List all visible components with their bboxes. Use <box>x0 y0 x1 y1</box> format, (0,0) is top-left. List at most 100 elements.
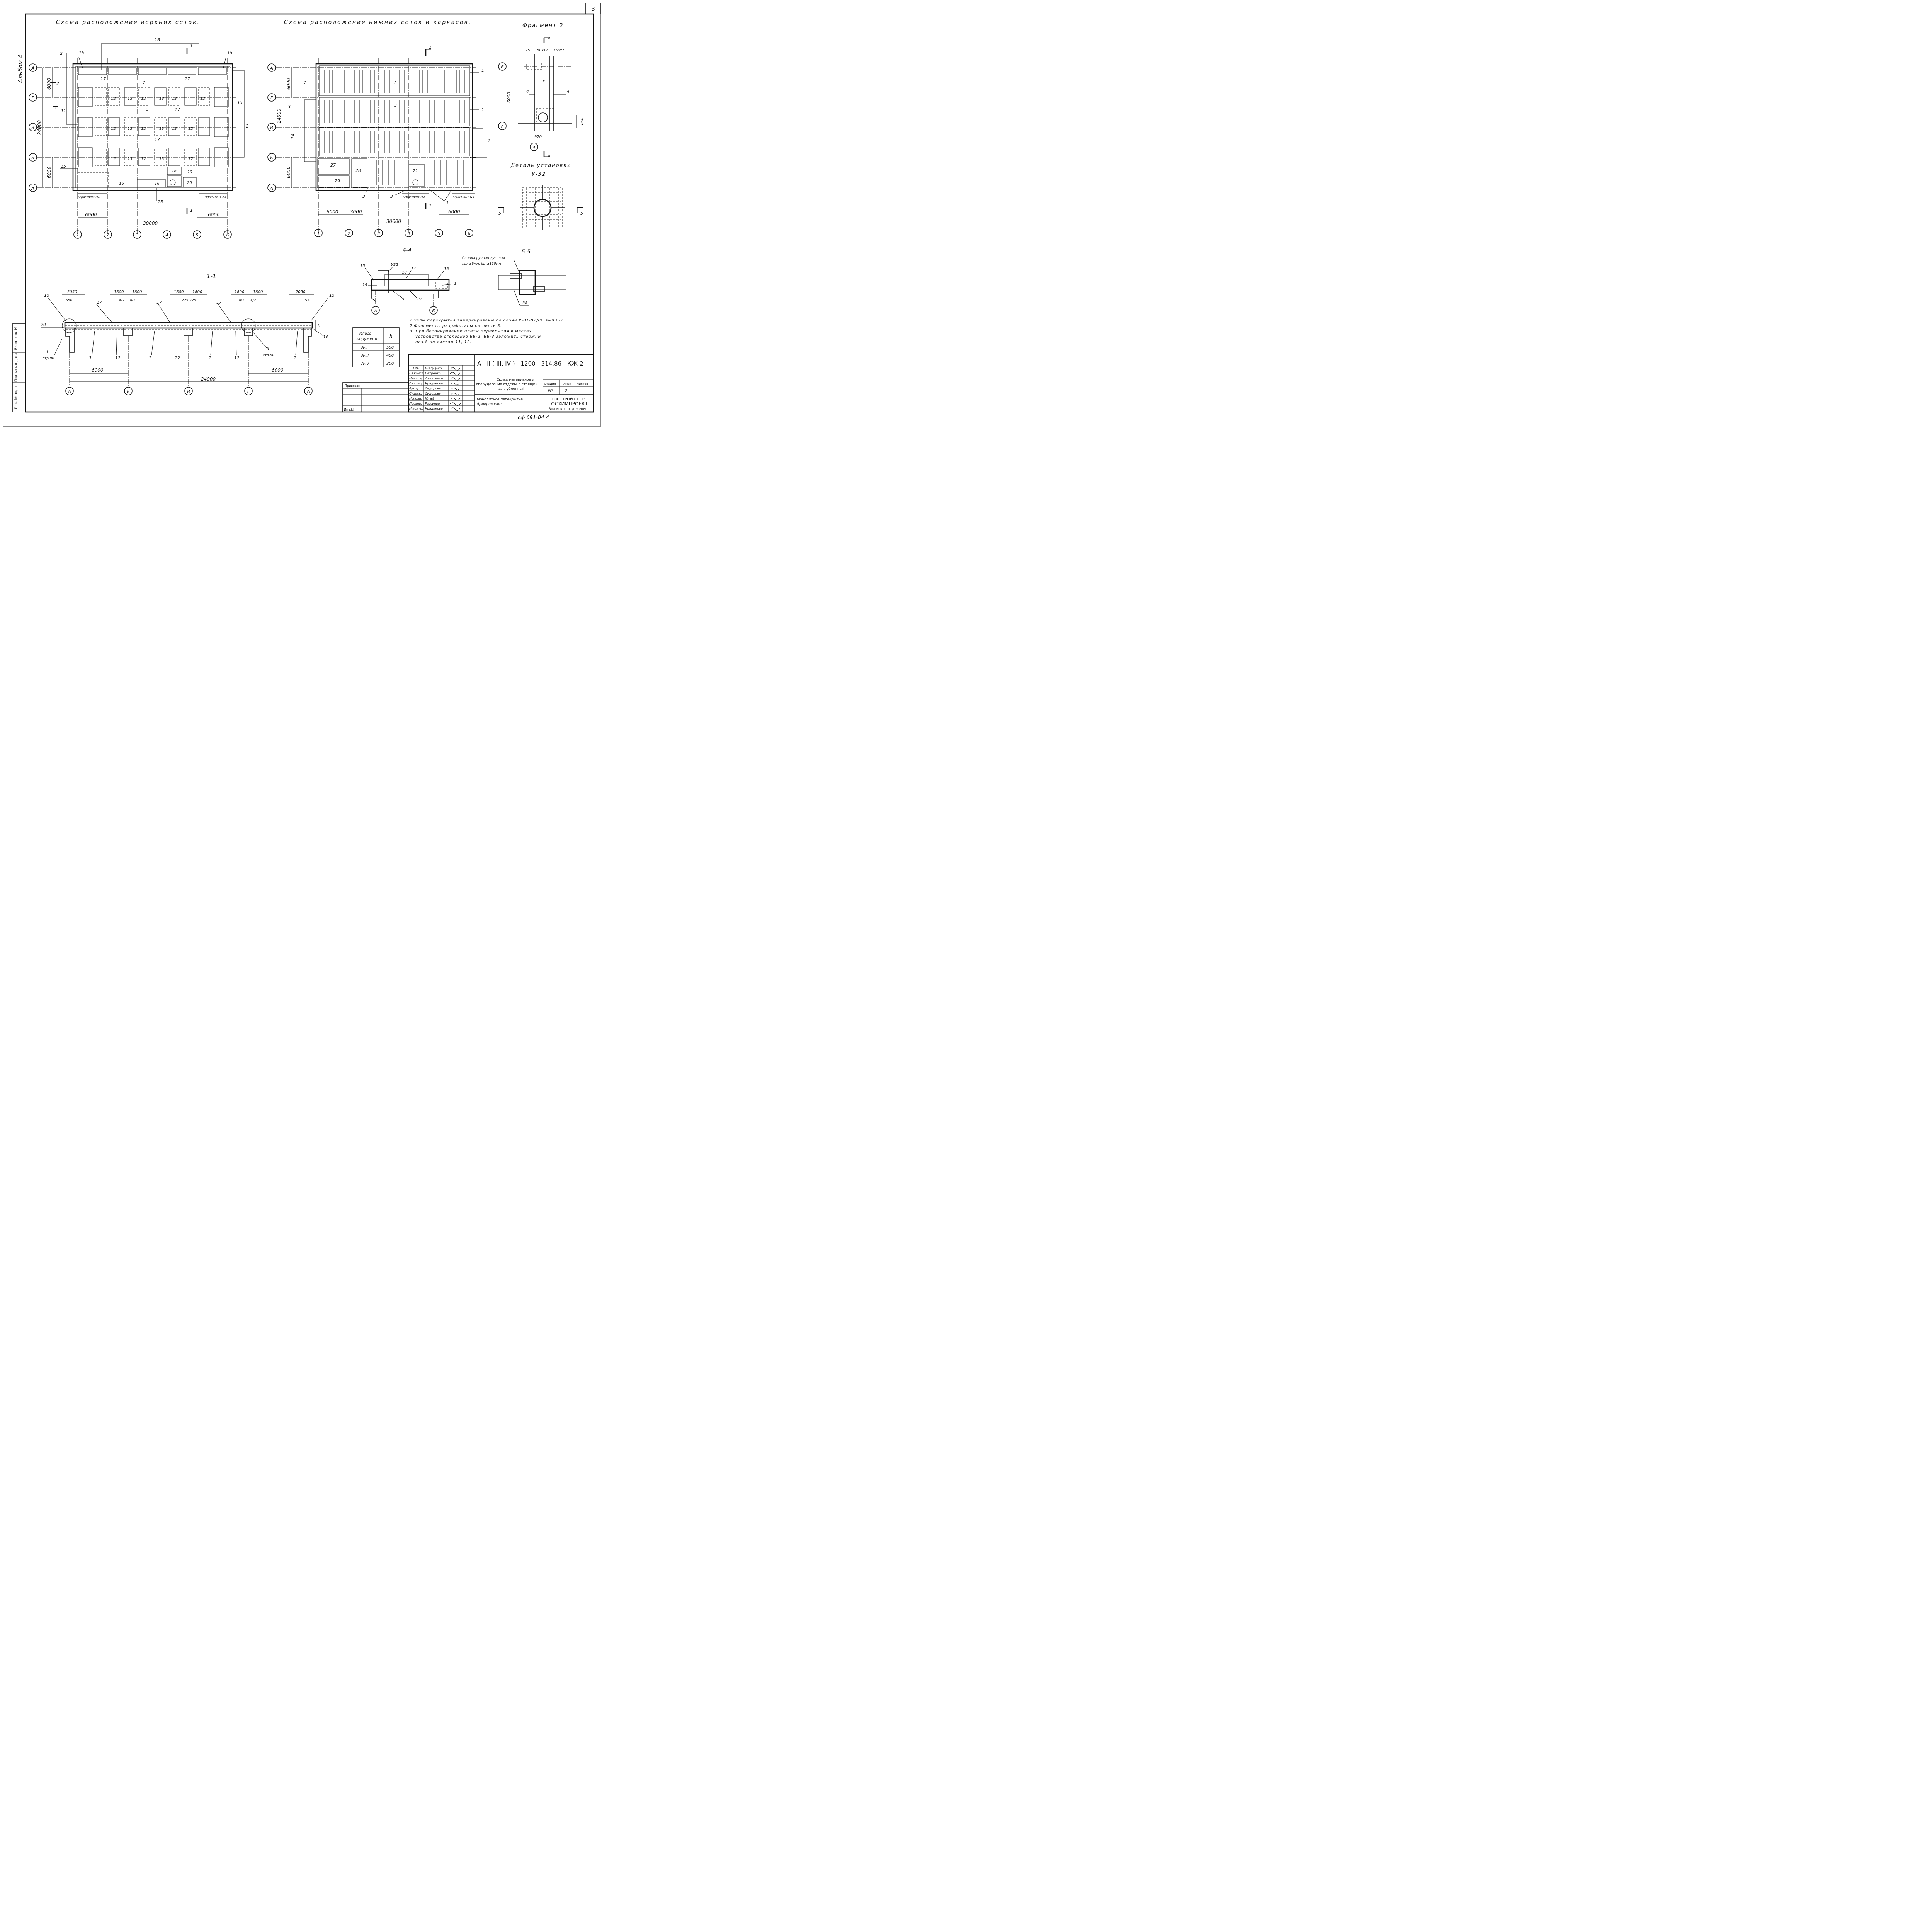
s11-mark-II: II <box>267 346 269 351</box>
mark-21: 21 <box>413 168 418 173</box>
section-2-mark: 2 <box>56 81 59 86</box>
mark-17-r2: 17 <box>175 107 180 112</box>
tb-name-6: Югай <box>425 397 434 400</box>
mark-17-r3: 17 <box>155 137 160 142</box>
mark-2-left: 2 <box>60 51 63 56</box>
tb-role-5: Ст.инж. <box>409 392 422 395</box>
f2-dim-150x7: 150х7 <box>553 49 565 53</box>
detail-section5-left: 5 <box>498 211 501 216</box>
mark-12-g: 12 <box>111 157 116 161</box>
tb-org-2: ГОСХИМПРОЕКТ <box>548 401 588 406</box>
axis-G: Г <box>32 95 34 100</box>
detail-title-2: У-32 <box>532 172 546 177</box>
axis2-6: 6 <box>468 231 471 236</box>
axis2-3: 3 <box>378 231 380 236</box>
mark-13-f: 13 <box>172 127 177 131</box>
s11-mark-20: 20 <box>41 322 46 327</box>
f2-axis-A: А <box>500 124 504 129</box>
f2-axis-B: Б <box>501 65 504 70</box>
dim-6000-top: 6000 <box>46 78 52 90</box>
s11-axis-B: Б <box>127 389 130 394</box>
section-1-1-title: 1-1 <box>207 273 216 280</box>
section-1-mark-bottom: 1 <box>190 208 193 213</box>
s11-dim-550-right: 550 <box>305 299 311 303</box>
axis2-1: 1 <box>317 231 320 236</box>
s11-dim-1800-b: 1800 <box>132 290 142 294</box>
s11-mark-3: 3 <box>89 355 92 361</box>
f2-mark-5: 5 <box>542 80 545 85</box>
f2-section4-bottom: 4 <box>548 154 550 159</box>
signatures <box>449 367 461 411</box>
mark-3-b: 3 <box>390 194 393 199</box>
s11-mark-16: 16 <box>323 335 328 340</box>
f2-dim-990: 990 <box>580 117 584 125</box>
mark-12-a: 12 <box>111 97 116 101</box>
mark-11: 11 <box>61 109 66 113</box>
f2-dim-970: 970 <box>534 135 542 139</box>
mark-13-a: 13 <box>128 97 133 101</box>
s11-axis-A-right: А <box>306 389 310 394</box>
axis-V: В <box>31 125 34 130</box>
note-3c: поз.8 по листам 11, 12. <box>415 340 472 344</box>
mark-15-bottom: 15 <box>158 199 163 204</box>
cap-meshes <box>78 87 229 167</box>
mark-3-a: 3 <box>362 194 365 199</box>
f2-section4-top: 4 <box>548 36 550 41</box>
section-1-mark-bottom-2: 1 <box>429 203 432 208</box>
tb-inv-no: Инв.№ <box>344 408 354 412</box>
s11-dim-a2-d: a/2 <box>250 299 256 303</box>
s44-axis-A: А <box>374 308 377 313</box>
tb-name-8: Крядинова <box>425 407 443 410</box>
s11-axis-G: Г <box>247 389 250 394</box>
mark-17-r1b: 17 <box>185 77 190 82</box>
f2-axis-4: 4 <box>533 145 536 150</box>
tb-name-2: Даниленко <box>425 377 443 380</box>
notes: 1.Узлы перекрытия замаркированы по серии… <box>410 318 565 344</box>
tb-privyazan: Привязан <box>345 384 360 388</box>
s11-dim-a2-c: a/2 <box>239 299 245 303</box>
dim-6000-bottom-2: 6000 <box>286 166 291 178</box>
class-row2-h: 400 <box>386 354 394 358</box>
tb-sheet-title-2: Армирование. <box>476 402 503 406</box>
class-row2-cls: А-III <box>361 354 369 358</box>
tb-name-4: Сидорова <box>425 387 441 390</box>
axis-B: Б <box>31 155 34 160</box>
mark-16-a: 16 <box>119 182 124 186</box>
class-table-header1: Класс <box>359 332 371 336</box>
mark-1-r2: 1 <box>481 107 484 112</box>
axis-4: 4 <box>166 233 168 238</box>
axis-A-bottom: А <box>31 186 34 191</box>
s11-dim-1800-c: 1800 <box>174 290 184 294</box>
note-3: 3. При бетонировании плиты перекрытия в … <box>410 329 532 333</box>
s11-dim-6000-left: 6000 <box>92 367 104 373</box>
axis2-5: 5 <box>438 231 440 236</box>
s44-mark-13: 13 <box>444 267 449 271</box>
s11-dim-1800-f: 1800 <box>253 290 263 294</box>
mark-29: 29 <box>335 179 340 184</box>
tb-role-0: ГИП <box>413 367 419 370</box>
mark-15-tr: 15 <box>227 50 233 55</box>
section-5-5-title: 5-5 <box>522 249 531 255</box>
tb-org-3: Волжское отделение <box>549 407 588 411</box>
mark-12-e: 12 <box>141 127 146 131</box>
s44-mark-19: 19 <box>362 283 367 287</box>
weld-note-line2: hш ≥6мм, lш ≥150мм <box>462 262 501 266</box>
section-3-mark-2: 3 <box>288 104 291 109</box>
section-2-mark-2b: 2 <box>394 80 397 85</box>
s11-str80-right: стр.80 <box>263 354 274 357</box>
s11-mark-15-left: 15 <box>44 293 49 298</box>
mark-13-b: 13 <box>159 97 164 101</box>
fragment-1-label: Фрагмент N1 <box>78 195 100 199</box>
tb-name-3: Крядинова <box>425 382 443 385</box>
mark-28: 28 <box>355 168 361 173</box>
s11-dim-a2-a: a/2 <box>119 299 125 303</box>
outer-border <box>3 3 601 427</box>
mark-20: 20 <box>187 181 192 185</box>
detail-u32: Деталь установки У-32 5 5 <box>498 163 583 230</box>
s11-dim-6000-right: 6000 <box>272 367 284 373</box>
tb-name-5: Сидорова <box>425 392 441 395</box>
detail-title-1: Деталь установки <box>510 163 571 168</box>
weld-note-line1: Сварка ручная дуговая <box>462 256 505 260</box>
drawing-sheet: 3 Альбом 4 Инв. № подл. Подпись и дата В… <box>3 3 601 427</box>
s11-dim-2050-left: 2050 <box>67 290 77 294</box>
